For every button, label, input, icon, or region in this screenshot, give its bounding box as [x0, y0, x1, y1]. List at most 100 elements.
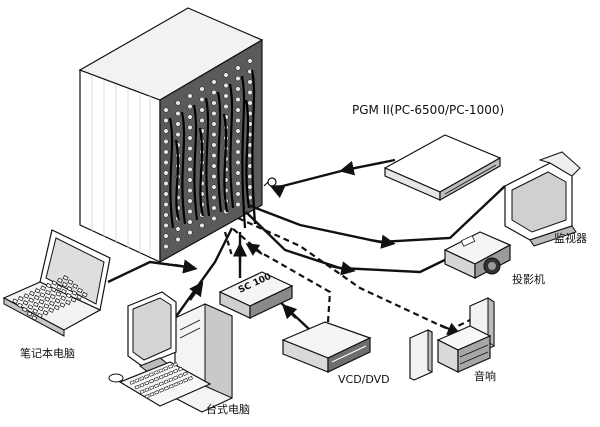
- rack-connector: [187, 93, 193, 99]
- desktop-key: [168, 364, 174, 369]
- laptop-key: [66, 286, 73, 292]
- laptop-key: [53, 304, 60, 311]
- desktop-keyboard: [129, 362, 193, 399]
- rack-connector: [211, 131, 217, 138]
- rack-connector: [211, 89, 217, 96]
- laptop-key: [33, 301, 39, 308]
- rack-connector: [199, 86, 205, 92]
- laptop-key: [59, 302, 66, 308]
- laptop-key: [12, 298, 19, 304]
- desktop-key: [182, 371, 188, 377]
- laptop-key: [17, 302, 23, 309]
- rack-connector: [187, 187, 193, 194]
- desktop-key: [158, 374, 164, 380]
- rack-cable: [180, 111, 187, 225]
- desktop-key: [154, 390, 160, 395]
- rack-connector: [211, 215, 217, 222]
- rack-cable: [240, 75, 247, 229]
- laptop-key: [76, 294, 83, 300]
- rack-connector: [199, 117, 205, 124]
- rack-connector: [211, 173, 217, 180]
- rack-connector: [235, 191, 241, 197]
- rack-connector: [187, 219, 193, 225]
- rack-cable: [250, 69, 257, 225]
- rack-connector: [163, 170, 169, 176]
- rack-connector: [163, 149, 169, 155]
- desktop-key: [173, 368, 179, 374]
- laptop-key: [43, 303, 50, 309]
- rack-connector: [211, 100, 217, 106]
- laptop-key: [49, 293, 56, 300]
- vcd-dvd-player-device: [281, 321, 372, 373]
- laptop-key: [72, 283, 79, 289]
- rack-cable: [204, 97, 211, 217]
- laptop-device: [2, 229, 111, 337]
- desktop-key: [129, 380, 135, 385]
- rack-connector: [163, 222, 169, 229]
- desktop-key: [177, 366, 183, 372]
- rack-connector: [211, 205, 217, 211]
- rack-connector: [247, 79, 253, 85]
- rack-connector: [163, 201, 169, 208]
- monitor-label: 监视器: [554, 232, 587, 245]
- vcd-dvd-label: VCD/DVD: [338, 373, 390, 386]
- laptop-key: [22, 300, 29, 306]
- laptop-key: [77, 287, 83, 294]
- desktop-key: [134, 378, 140, 383]
- rack-connector: [175, 110, 181, 117]
- laptop-key: [54, 298, 61, 304]
- rack-connector: [175, 121, 181, 127]
- projector-device: [443, 231, 512, 279]
- rack-connector: [235, 75, 241, 82]
- laptop-key: [45, 282, 52, 289]
- rack-connector: [163, 233, 169, 239]
- laptop-key: [45, 289, 51, 296]
- desktop-key: [144, 380, 150, 386]
- rack-connector: [235, 117, 241, 124]
- laptop-key: [42, 310, 49, 316]
- desktop-key: [172, 362, 178, 367]
- rack-connector: [175, 131, 181, 138]
- rack-connector: [247, 89, 253, 96]
- pgm-controller-device: [383, 134, 502, 202]
- rack-connector: [235, 180, 241, 187]
- rack-connector: [235, 107, 241, 113]
- laptop-key: [40, 285, 47, 291]
- laptop-key: [49, 300, 55, 307]
- rack-cable: [168, 117, 175, 229]
- desktop-computer-device: [108, 291, 233, 413]
- rack-connector: [187, 166, 193, 173]
- laptop-key: [65, 292, 72, 299]
- desktop-key: [144, 374, 150, 379]
- desktop-key: [163, 372, 169, 378]
- sc100-converter-device: SC 100: [218, 271, 294, 319]
- rack-cable: [198, 127, 205, 217]
- rack-connector: [235, 86, 241, 92]
- laptop-key: [61, 288, 67, 295]
- laptop-key: [57, 277, 63, 284]
- desktop-key: [158, 368, 164, 373]
- rack-connector: [175, 100, 181, 106]
- rack-connector: [163, 191, 169, 197]
- rack-connector: [163, 117, 169, 124]
- rack-cable: [228, 83, 235, 209]
- rack-connector: [187, 135, 193, 141]
- rack-connector: [235, 96, 241, 103]
- rack-connector: [163, 243, 169, 250]
- laptop-key: [61, 281, 68, 288]
- rack-connector: [163, 159, 169, 166]
- rack-cable: [222, 113, 229, 213]
- laptop-key: [50, 287, 57, 293]
- desktop-key: [149, 385, 155, 391]
- rack-connector: [211, 194, 217, 201]
- desktop-key: [139, 376, 145, 381]
- desktop-key: [187, 376, 193, 381]
- rack-connector: [235, 149, 241, 155]
- desktop-key: [168, 384, 174, 389]
- laptop-key: [65, 299, 71, 306]
- laptop-key: [29, 290, 35, 297]
- audio-system-device: [409, 297, 495, 381]
- rack-connector: [235, 159, 241, 166]
- laptop-key: [38, 299, 45, 305]
